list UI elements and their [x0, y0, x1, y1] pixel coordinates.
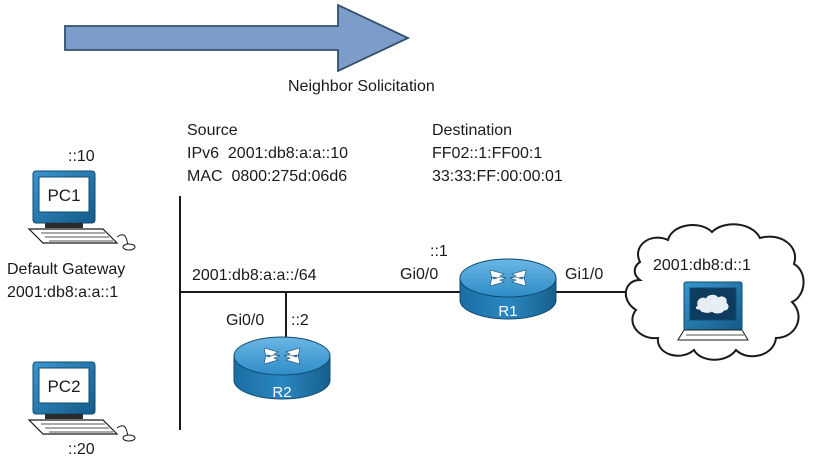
destination-ipv6: FF02::1:FF00:1	[432, 145, 543, 162]
pc1-host-id: ::10	[68, 148, 95, 165]
r1-left-interface: Gi0/0	[400, 266, 439, 283]
network-links	[179, 196, 628, 430]
pc2-name: PC2	[47, 377, 80, 396]
pc2-host-id: ::20	[68, 441, 95, 458]
pc1-name: PC1	[47, 186, 80, 205]
default-gateway-label: Default Gateway	[7, 261, 126, 278]
source-ipv6: IPv6 2001:db8:a:a::10	[187, 145, 349, 162]
server-icon	[677, 281, 749, 341]
r2-interface: Gi0/0	[226, 312, 265, 329]
r2-router-icon: R2	[233, 336, 331, 401]
r2-host-id: ::2	[291, 312, 309, 329]
pc1-icon: PC1	[27, 170, 136, 251]
default-gateway-address: 2001:db8:a:a::1	[7, 284, 119, 301]
r1-host-id: ::1	[430, 243, 448, 260]
r2-name: R2	[272, 384, 291, 401]
message-label: Neighbor Solicitation	[288, 78, 435, 95]
remote-address: 2001:db8:d::1	[653, 257, 751, 274]
destination-heading: Destination	[432, 122, 513, 139]
segment-prefix: 2001:db8:a:a::/64	[192, 267, 317, 284]
r1-right-interface: Gi1/0	[565, 266, 604, 283]
pc2-icon: PC2	[27, 361, 136, 442]
source-heading: Source	[187, 122, 238, 139]
r1-name: R1	[498, 303, 517, 320]
destination-mac: 33:33:FF:00:00:01	[432, 168, 563, 185]
r1-router-icon: R1	[459, 258, 557, 320]
source-mac: MAC 0800:275d:06d6	[187, 168, 348, 185]
direction-arrow	[64, 3, 411, 73]
